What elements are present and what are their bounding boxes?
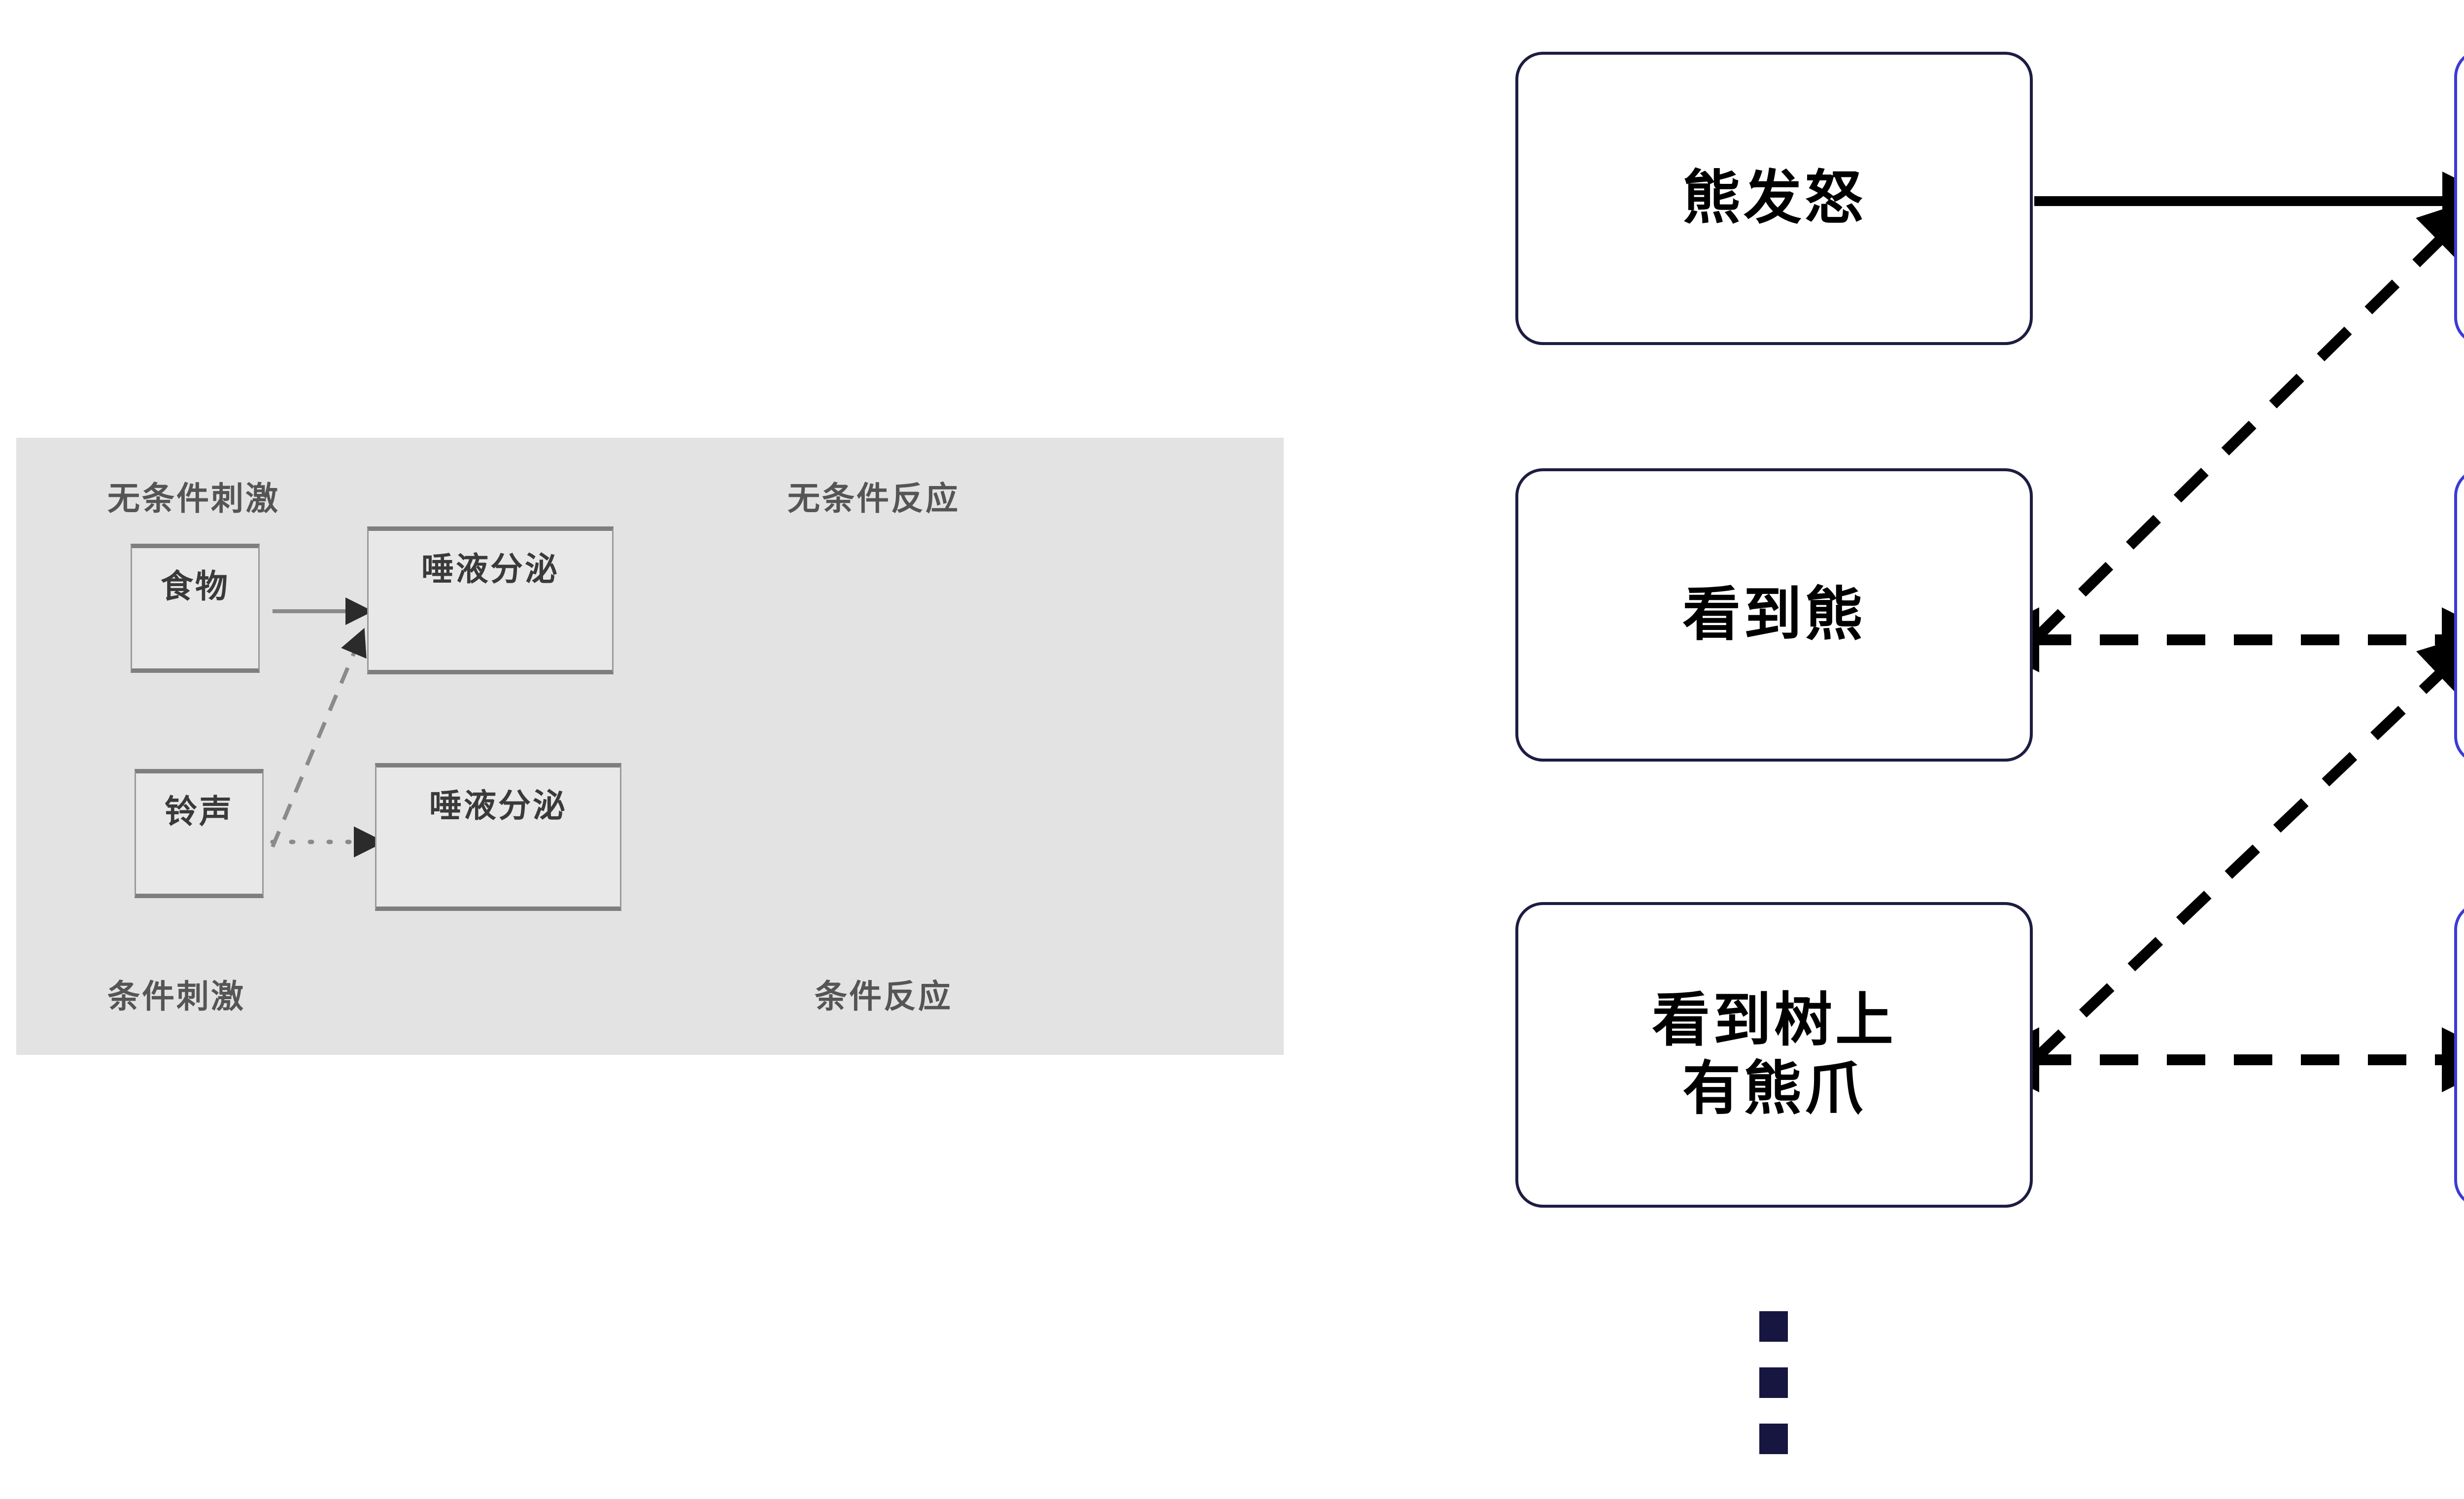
node-see-claw-label: 看到树上 有熊爪: [1651, 987, 1896, 1121]
node-see-claw: 看到树上 有熊爪: [1515, 902, 2033, 1208]
caption-conditioned-response: 条件反应: [815, 978, 953, 1014]
node-see-bear: 看到熊: [1515, 468, 2033, 762]
node-see-bear-label: 看到熊: [1682, 582, 1866, 647]
ellipsis-left-column: [1759, 1311, 1788, 1454]
node-v-s-next: V(s′): [2454, 468, 2464, 764]
ellipsis-dot: [1759, 1311, 1788, 1342]
cc-box-food: 食物: [131, 544, 260, 673]
arrow-bell-to-salivation-top: [271, 627, 367, 848]
cc-box-salivation-bottom-label: 唾液分泌: [429, 787, 567, 824]
node-v-s: V(s): [2454, 902, 2464, 1208]
arrow-see-bear-to-reward: [2030, 195, 2464, 644]
caption-unconditioned-response: 无条件反应: [787, 480, 960, 517]
cc-box-food-label: 食物: [161, 568, 230, 604]
caption-conditioned-stimulus: 条件刺激: [107, 978, 245, 1014]
node-bear-angry: 熊发怒: [1515, 52, 2033, 345]
node-reward: 奖励: [2454, 49, 2464, 345]
ellipsis-dot: [1759, 1367, 1788, 1398]
classical-conditioning-panel: 无条件刺激 无条件反应 条件刺激 条件反应 食物 铃声 唾液分泌 唾液分泌: [16, 438, 1284, 1055]
cc-box-salivation-top: 唾液分泌: [367, 526, 614, 674]
cc-box-bell-label: 铃声: [165, 793, 234, 830]
node-bear-angry-label: 熊发怒: [1682, 165, 1866, 231]
ellipsis-dot: [1759, 1424, 1788, 1454]
cc-box-salivation-bottom: 唾液分泌: [375, 763, 621, 911]
cc-box-salivation-top-label: 唾液分泌: [421, 551, 559, 587]
classical-conditioning-arrows: [270, 597, 385, 858]
cc-box-bell: 铃声: [135, 769, 264, 898]
arrow-see-claw-to-v-s-next: [2030, 630, 2464, 1064]
caption-unconditioned-stimulus: 无条件刺激: [107, 480, 280, 517]
